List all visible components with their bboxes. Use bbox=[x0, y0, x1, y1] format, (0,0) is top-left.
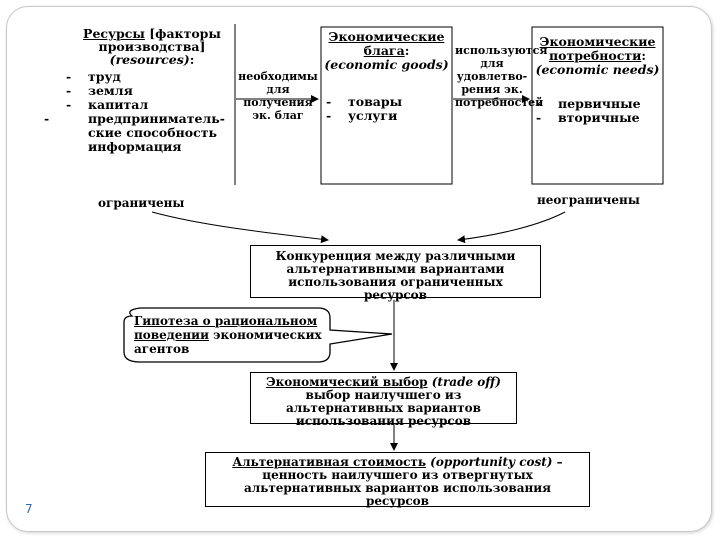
choice-title: Экономический выбор bbox=[266, 375, 428, 389]
goods-title: Экономические блага bbox=[328, 29, 445, 58]
list-item: -первичные bbox=[536, 96, 641, 111]
list-item: -капитал bbox=[66, 97, 149, 112]
link-used-label: используются для удовлетво-рения эк. пот… bbox=[455, 44, 548, 109]
resources-colon: : bbox=[189, 52, 195, 67]
needs-list: -первичные -вторичные bbox=[536, 97, 661, 125]
needs-title: Экономические потребности bbox=[539, 34, 656, 63]
opportunity-english: (opportunity cost) bbox=[430, 455, 553, 469]
list-item: -вторичные bbox=[536, 110, 640, 125]
resources-item-text: труд bbox=[88, 69, 121, 84]
opportunity-description: – ценность наилучшего из отвергнутых аль… bbox=[243, 455, 563, 508]
needs-box bbox=[531, 26, 664, 185]
goods-list: -товары -услуги bbox=[326, 95, 446, 123]
resources-item-text: капитал bbox=[88, 97, 149, 112]
choice-text: Экономический выбор (trade off) выбор на… bbox=[251, 373, 516, 431]
needs-english: (economic needs) bbox=[535, 62, 660, 77]
arrow-unlimited-to-competition bbox=[457, 211, 566, 244]
list-item: -труд bbox=[66, 69, 121, 84]
needs-colon: : bbox=[641, 48, 646, 63]
link-needed-label: необходимы для получения эк. благ bbox=[238, 70, 318, 122]
goods-item-text: услуги bbox=[348, 108, 398, 123]
resources-item-text: земля bbox=[88, 83, 133, 98]
slide-number: 7 bbox=[25, 502, 33, 516]
resources-title: Ресурсы bbox=[83, 26, 145, 41]
hypothesis-callout-shape bbox=[123, 307, 393, 363]
list-item: -предприниматель-ские способность bbox=[44, 111, 225, 140]
goods-english: (economic goods) bbox=[324, 57, 449, 72]
limited-label: ограничены bbox=[98, 196, 185, 210]
opportunity-text: Альтернативная стоимость (opportunity co… bbox=[206, 453, 589, 511]
opportunity-title: Альтернативная стоимость bbox=[232, 455, 426, 469]
competition-text: Конкуренция между различными альтернатив… bbox=[275, 249, 516, 302]
list-item: -товары bbox=[326, 94, 403, 109]
list-item: -земля bbox=[66, 83, 133, 98]
goods-item-text: товары bbox=[348, 94, 403, 109]
choice-box: Экономический выбор (trade off) выбор на… bbox=[250, 372, 517, 428]
needs-heading: Экономические потребности: (economic nee… bbox=[533, 35, 662, 77]
hypothesis-rest: экономических агентов bbox=[134, 328, 322, 356]
goods-box bbox=[320, 26, 453, 185]
list-item: -услуги bbox=[326, 108, 398, 123]
goods-colon: : bbox=[404, 43, 410, 58]
list-item: информация bbox=[66, 140, 241, 154]
unlimited-label: неограничены bbox=[537, 193, 640, 207]
hypothesis-title: Гипотеза о рациональном поведении bbox=[134, 314, 318, 342]
resources-english: (resources) bbox=[109, 52, 190, 67]
goods-heading: Экономические блага: (economic goods) bbox=[322, 30, 451, 72]
competition-box: Конкуренция между различными альтернатив… bbox=[250, 245, 541, 302]
hypothesis-text: Гипотеза о рациональном поведении эконом… bbox=[134, 314, 329, 356]
needs-item-text: первичные bbox=[558, 96, 641, 111]
resources-item-text: предприниматель-ские способность bbox=[88, 111, 225, 140]
resources-item-text: информация bbox=[88, 139, 182, 154]
resources-list: -труд -земля -капитал -предприниматель-с… bbox=[44, 69, 241, 154]
choice-english: (trade off) bbox=[431, 375, 501, 389]
resources-heading: Ресурсы [факторы производства] (resource… bbox=[68, 27, 236, 66]
resources-title-rest: [факторы производства] bbox=[98, 26, 221, 54]
choice-description: выбор наилучшего из альтернативных вариа… bbox=[286, 388, 481, 428]
slide-frame bbox=[6, 6, 712, 532]
needs-item-text: вторичные bbox=[558, 110, 640, 125]
arrow-limited-to-competition bbox=[151, 211, 329, 244]
opportunity-box: Альтернативная стоимость (opportunity co… bbox=[205, 452, 590, 508]
